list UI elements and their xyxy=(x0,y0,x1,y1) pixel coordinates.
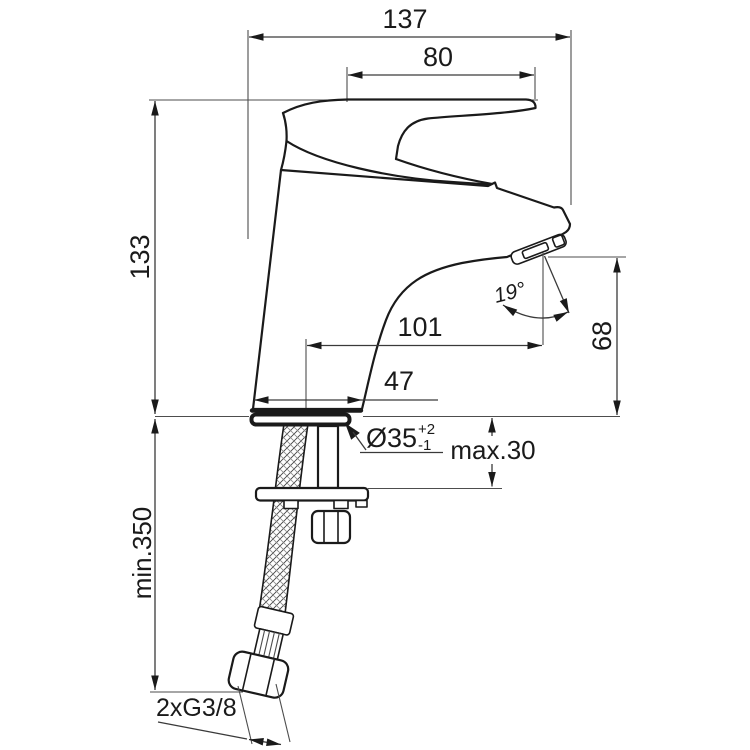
aerator xyxy=(510,233,567,265)
leader-arrowhead xyxy=(345,423,360,440)
faucet-body xyxy=(251,168,572,411)
braided-supply-hose xyxy=(258,423,309,615)
hose-end-fitting xyxy=(227,605,295,699)
shank-nut-facets xyxy=(323,512,339,542)
dim-stream-angle: 19° xyxy=(492,253,570,345)
mounting-plate-tab-left xyxy=(283,499,299,510)
dim-spout-reach-label: 101 xyxy=(397,312,442,342)
connection-ext-right xyxy=(275,683,291,743)
mounting-plate xyxy=(254,486,370,502)
connection-ext-left xyxy=(237,685,253,745)
dim-body-height: 133 xyxy=(125,101,159,414)
mounting-plate-step xyxy=(355,499,368,508)
faucet xyxy=(249,98,572,427)
aerator-end-piece xyxy=(551,234,566,248)
handle-skirt-bottom xyxy=(285,139,490,186)
shank-nut xyxy=(310,509,352,545)
faucet-handle-lever xyxy=(281,98,537,161)
aerator-outer xyxy=(510,233,567,265)
dim-stream-angle-label: 19° xyxy=(492,278,528,308)
dim-lever-length: 80 xyxy=(348,42,534,79)
dim-deck-thickness: max.30 xyxy=(450,418,536,487)
dim-outlet-height: 68 xyxy=(587,258,621,415)
threaded-shank xyxy=(316,424,340,490)
callout-hole-diameter: Ø35 +2 -1 xyxy=(345,421,443,454)
dim-base-depth: 47 xyxy=(254,366,438,404)
handle-cowl-line xyxy=(394,157,494,186)
dim-outlet-height-label: 68 xyxy=(587,321,617,351)
mounting-plate-tab-right xyxy=(333,499,349,510)
dim-deck-thickness-label: max.30 xyxy=(450,435,535,465)
dim-spout-reach: 101 xyxy=(307,312,542,350)
base-gasket xyxy=(249,412,352,427)
mounting-assembly xyxy=(254,424,370,545)
dim-total-depth-label: 137 xyxy=(382,4,427,34)
dim-total-depth: 137 xyxy=(249,4,570,41)
hole-tol-plus-label: +2 xyxy=(418,421,435,438)
dim-body-height-label: 133 xyxy=(125,234,155,279)
hole-tol-minus-label: -1 xyxy=(418,437,431,454)
dim-base-depth-label: 47 xyxy=(384,366,414,396)
aerator-inner xyxy=(521,241,550,260)
dim-lever-length-label: 80 xyxy=(423,42,453,72)
hose-connection-label: 2xG3/8 xyxy=(156,694,237,722)
extension-lines xyxy=(149,30,626,693)
dim-hose-length-label: min.350 xyxy=(127,507,157,600)
hole-diameter-label: Ø35 xyxy=(366,423,417,453)
callout-hose-connection: 2xG3/8 xyxy=(156,683,291,747)
hose-neck-ribs xyxy=(258,629,280,659)
dim-hose-length: min.350 xyxy=(127,419,159,690)
angle-stream-line xyxy=(543,255,570,314)
hose-nut-facets xyxy=(241,654,275,696)
angle-arc xyxy=(502,304,569,322)
